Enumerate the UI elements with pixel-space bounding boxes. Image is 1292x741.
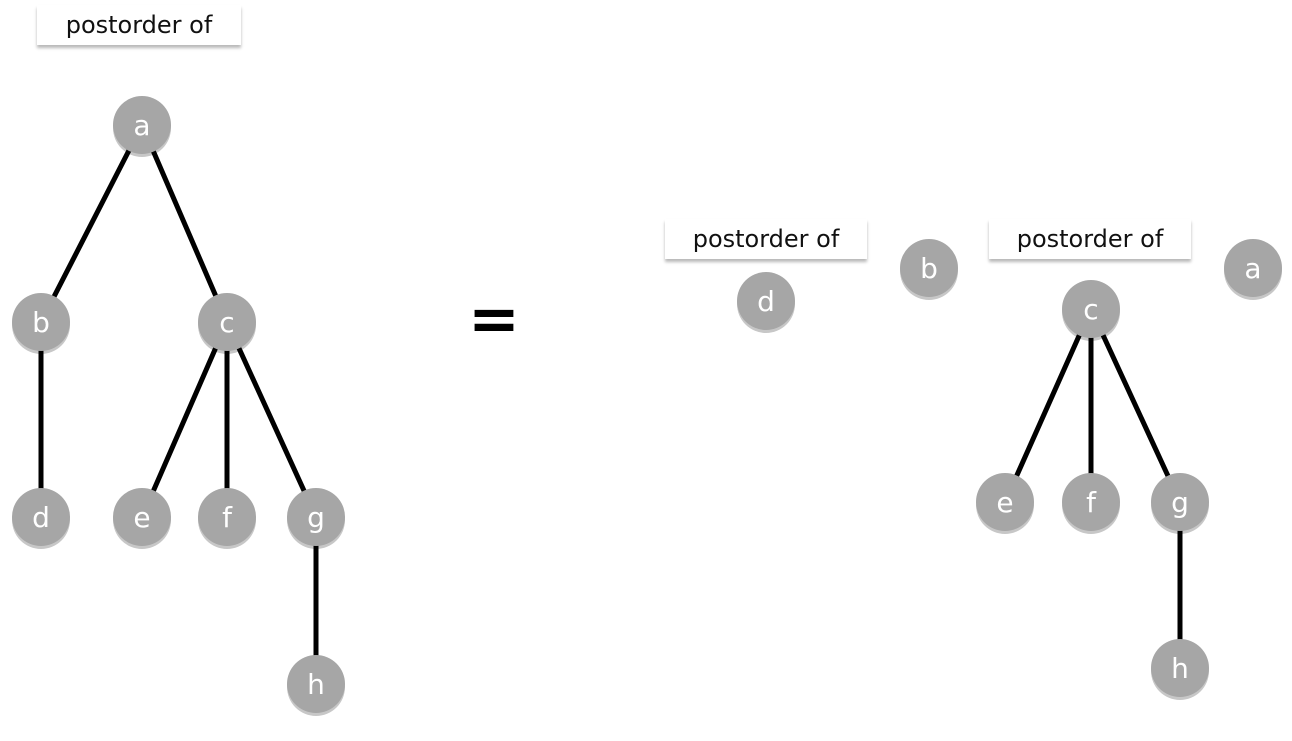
left-postorder-label: postorder of: [37, 5, 241, 45]
left-tree-node-f-label: f: [222, 501, 233, 534]
equals-sign: =: [468, 281, 520, 355]
right-subtree-b-node-d-label: d: [757, 285, 775, 318]
left-tree-node-g-circle: [287, 488, 345, 546]
right-subtree-c-node-e-label: e: [996, 486, 1013, 519]
right-subtree-c-edge-c-e: [1002, 306, 1094, 505]
right-subtree-c-node-g-label: g: [1171, 486, 1189, 519]
left-tree-node-f: f: [198, 488, 256, 549]
right-subtree-c-node-h-label: h: [1171, 652, 1189, 685]
right-subtree-c-node-c: c: [1062, 280, 1120, 341]
right-subtree-c-node-e-circle: [976, 473, 1034, 531]
right-subtree-c-node-f-circle: [1062, 473, 1120, 531]
right-subtree-b-node-d-circle: [737, 272, 795, 330]
right-subtree-c-node-g-circle: [1151, 473, 1209, 531]
right-subtree-c-node-e: e: [976, 473, 1034, 534]
left-tree-node-f-circle: [198, 488, 256, 546]
left-tree-node-a: a: [113, 96, 171, 157]
left-tree-node-h: h: [287, 655, 345, 716]
left-tree-node-e-circle: [113, 488, 171, 546]
right-subtree-c-edge-c-g: [1088, 306, 1183, 505]
right-node-b: b: [900, 239, 958, 300]
left-tree-node-g-label: g: [307, 501, 325, 534]
nodes-layer: a b c d e f g h d b c e f g h a: [12, 96, 1282, 716]
right-subtree-c-node-f-label: f: [1086, 486, 1097, 519]
left-tree-node-e-label: e: [133, 501, 150, 534]
left-tree-node-c-label: c: [219, 306, 234, 339]
right-postorder-label-b-subtree: postorder of: [665, 219, 867, 259]
left-tree-node-b: b: [12, 293, 70, 354]
right-subtree-b-node-d: d: [737, 272, 795, 333]
left-tree-node-g: g: [287, 488, 345, 549]
left-tree-node-h-label: h: [307, 668, 325, 701]
left-tree-node-d-label: d: [32, 501, 50, 534]
left-tree-node-h-circle: [287, 655, 345, 713]
left-tree-edge-a-c: [139, 122, 230, 325]
right-subtree-c-node-f: f: [1062, 473, 1120, 534]
right-node-a: a: [1224, 239, 1282, 300]
right-subtree-c-node-g: g: [1151, 473, 1209, 534]
right-subtree-c-node-c-circle: [1062, 280, 1120, 338]
right-node-b-circle: [900, 239, 958, 297]
left-tree-node-d: d: [12, 488, 70, 549]
right-subtree-c-node-h: h: [1151, 639, 1209, 700]
right-node-a-label: a: [1244, 252, 1261, 285]
right-node-b-label: b: [920, 252, 938, 285]
left-tree-node-d-circle: [12, 488, 70, 546]
left-tree-edge-c-g: [224, 319, 319, 520]
left-tree-node-a-label: a: [133, 109, 150, 142]
left-tree-node-e: e: [113, 488, 171, 549]
left-tree-node-b-circle: [12, 293, 70, 351]
left-tree-node-c-circle: [198, 293, 256, 351]
right-postorder-label-c-subtree: postorder of: [989, 219, 1191, 259]
left-tree-edge-c-e: [139, 319, 230, 520]
left-tree-node-b-label: b: [32, 306, 50, 339]
left-tree-node-a-circle: [113, 96, 171, 154]
left-tree-edge-a-b: [38, 122, 145, 325]
right-node-a-circle: [1224, 239, 1282, 297]
left-tree-node-c: c: [198, 293, 256, 354]
right-subtree-c-node-c-label: c: [1083, 293, 1098, 326]
edges-layer: [38, 122, 1183, 687]
right-subtree-c-node-h-circle: [1151, 639, 1209, 697]
